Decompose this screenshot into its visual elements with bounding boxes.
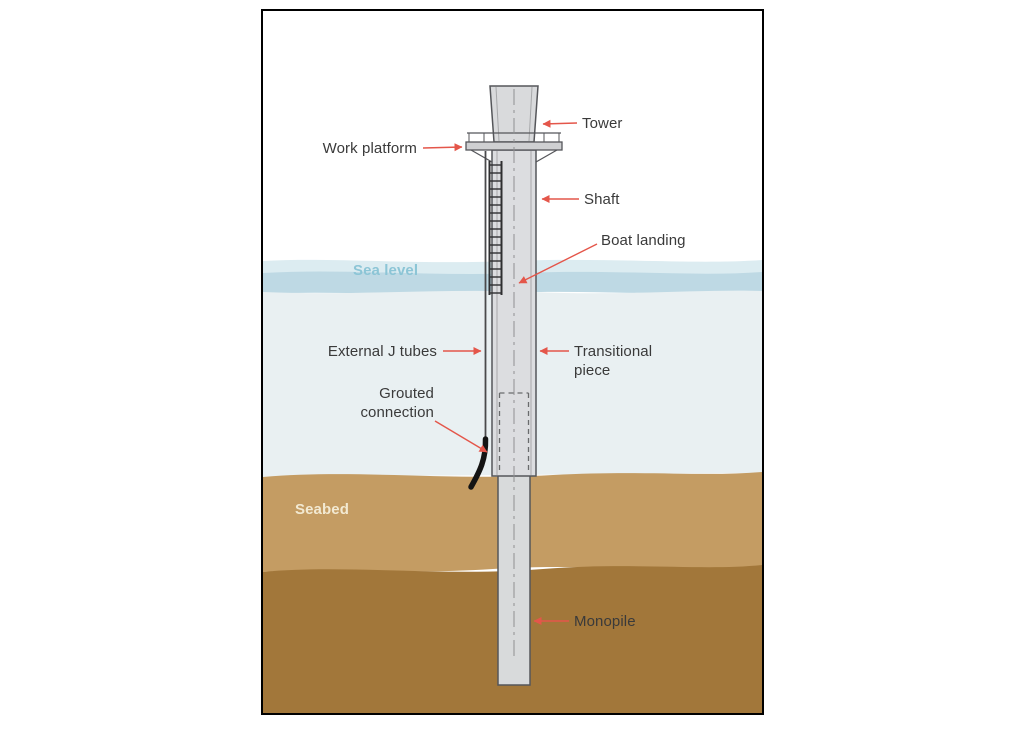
grouted-connection-leader-line [434,420,488,453]
boat-landing-leader-line [518,243,598,284]
monopile-foundation-diagram [263,11,762,713]
tower-label: Tower [582,115,623,132]
grouted-connection-label: Grouted connection [360,385,434,421]
diagram-frame: Tower Work platform Shaft Boat landing S… [261,9,764,715]
leader-lines [422,119,598,625]
boat-landing-ladder [488,161,503,295]
boat-landing-label: Boat landing [601,232,686,249]
work-platform-label: Work platform [322,140,417,157]
shaft-label: Shaft [584,191,620,208]
tower-inner-line-right [528,86,533,142]
work-platform-leader-line [422,143,463,152]
tower-inner-line-left [495,86,500,142]
external-j-tubes-label: External J tubes [327,343,437,360]
seabed-label: Seabed [295,501,349,518]
external-j-tube [468,151,489,490]
tower-leader-line [542,119,578,128]
grouted-connection-dashes [498,392,530,473]
sea-level-label: Sea level [353,262,419,279]
monopile-label: Monopile [574,613,636,630]
transitional-piece-label: Transitional piece [574,343,653,379]
